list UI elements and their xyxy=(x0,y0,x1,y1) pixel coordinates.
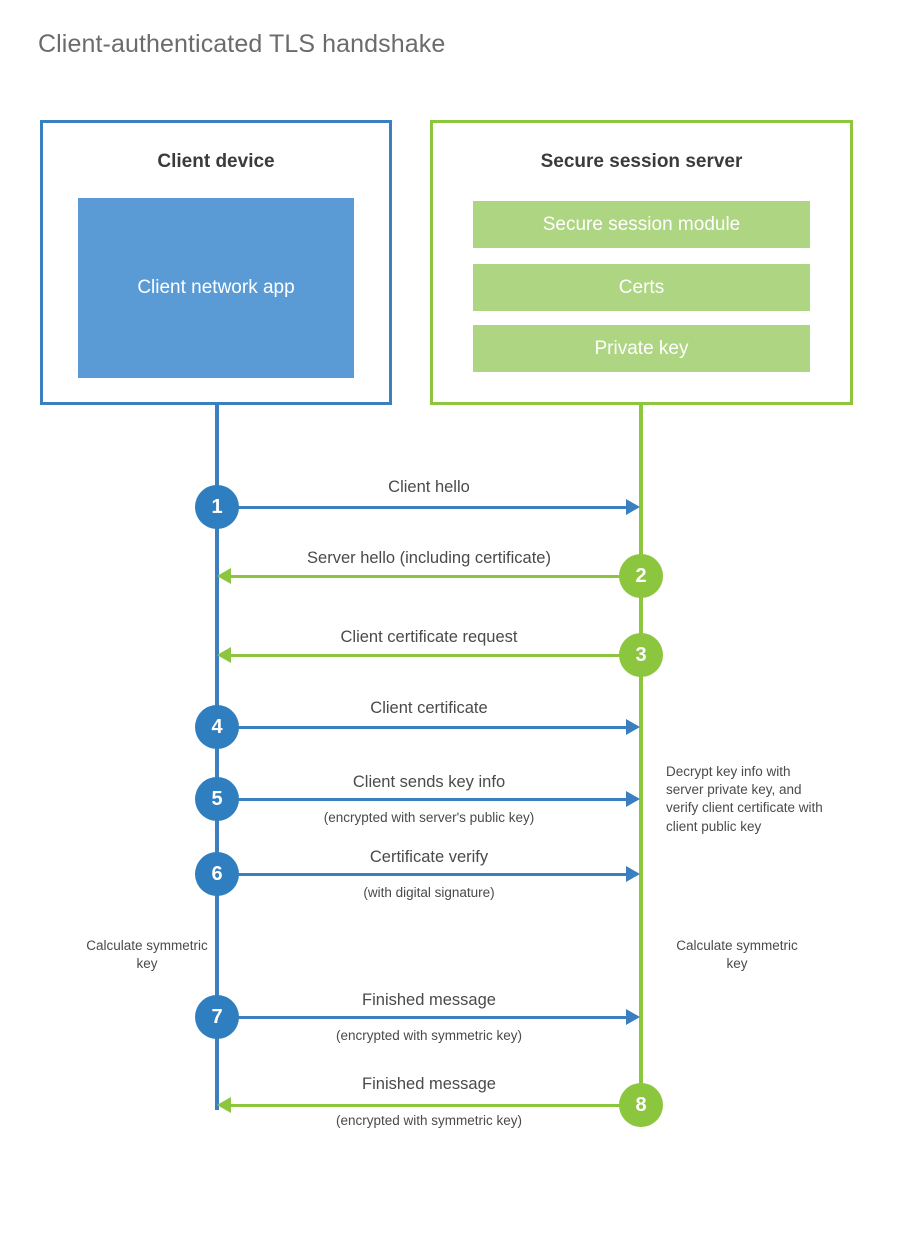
secure-session-server-box: Secure session server Secure session mod… xyxy=(430,120,853,405)
server-component-secure-session-module: Secure session module xyxy=(473,201,810,248)
message-line-6 xyxy=(217,873,629,876)
message-line-3 xyxy=(229,654,641,657)
message-label-7: Finished message xyxy=(362,991,496,1009)
message-line-2 xyxy=(229,575,641,578)
step-circle-8[interactable]: 8 xyxy=(619,1083,663,1127)
message-line-7 xyxy=(217,1016,629,1019)
message-label-5: Client sends key info xyxy=(352,773,506,791)
note-client-calculate-symmetric-key: Calculate symmetric key xyxy=(86,938,208,972)
message-label-4: Client certificate xyxy=(370,699,488,717)
arrow-head-left-icon-8 xyxy=(217,1097,231,1113)
arrow-head-right-icon-5 xyxy=(626,791,640,807)
arrow-head-right-icon-6 xyxy=(626,866,640,882)
client-lifeline xyxy=(215,405,219,1110)
message-line-5 xyxy=(217,798,629,801)
page-title: Client-authenticated TLS handshake xyxy=(38,30,446,58)
step-circle-3[interactable]: 3 xyxy=(619,633,663,677)
message-label-1: Client hello xyxy=(388,478,470,496)
step-circle-7[interactable]: 7 xyxy=(195,995,239,1039)
step-circle-4[interactable]: 4 xyxy=(195,705,239,749)
message-sublabel-7: (encrypted with symmetric key) xyxy=(335,1028,523,1043)
message-label-8: Finished message xyxy=(362,1075,496,1093)
server-lifeline xyxy=(639,405,643,1107)
step-circle-1[interactable]: 1 xyxy=(195,485,239,529)
message-line-1 xyxy=(217,506,629,509)
message-line-4 xyxy=(217,726,629,729)
note-server-calculate-symmetric-key: Calculate symmetric key xyxy=(676,938,798,972)
arrow-head-left-icon-3 xyxy=(217,647,231,663)
step-circle-6[interactable]: 6 xyxy=(195,852,239,896)
message-sublabel-6: (with digital signature) xyxy=(363,885,495,900)
client-device-box: Client device Client network app xyxy=(40,120,392,405)
server-component-certs: Certs xyxy=(473,264,810,311)
message-sublabel-8: (encrypted with symmetric key) xyxy=(335,1113,523,1128)
step-circle-5[interactable]: 5 xyxy=(195,777,239,821)
arrow-head-right-icon-4 xyxy=(626,719,640,735)
message-label-2: Server hello (including certificate) xyxy=(307,549,551,567)
note-server-decrypt: Decrypt key info with server private key… xyxy=(666,764,823,834)
secure-session-server-title: Secure session server xyxy=(540,151,743,172)
arrow-head-left-icon-2 xyxy=(217,568,231,584)
client-network-app-block: Client network app xyxy=(78,198,354,378)
arrow-head-right-icon-1 xyxy=(626,499,640,515)
client-device-title: Client device xyxy=(157,151,275,172)
message-line-8 xyxy=(229,1104,641,1107)
arrow-head-right-icon-7 xyxy=(626,1009,640,1025)
step-circle-2[interactable]: 2 xyxy=(619,554,663,598)
message-sublabel-5: (encrypted with server's public key) xyxy=(323,810,535,825)
message-label-6: Certificate verify xyxy=(369,848,489,866)
server-component-private-key: Private key xyxy=(473,325,810,372)
message-label-3: Client certificate request xyxy=(340,628,518,646)
